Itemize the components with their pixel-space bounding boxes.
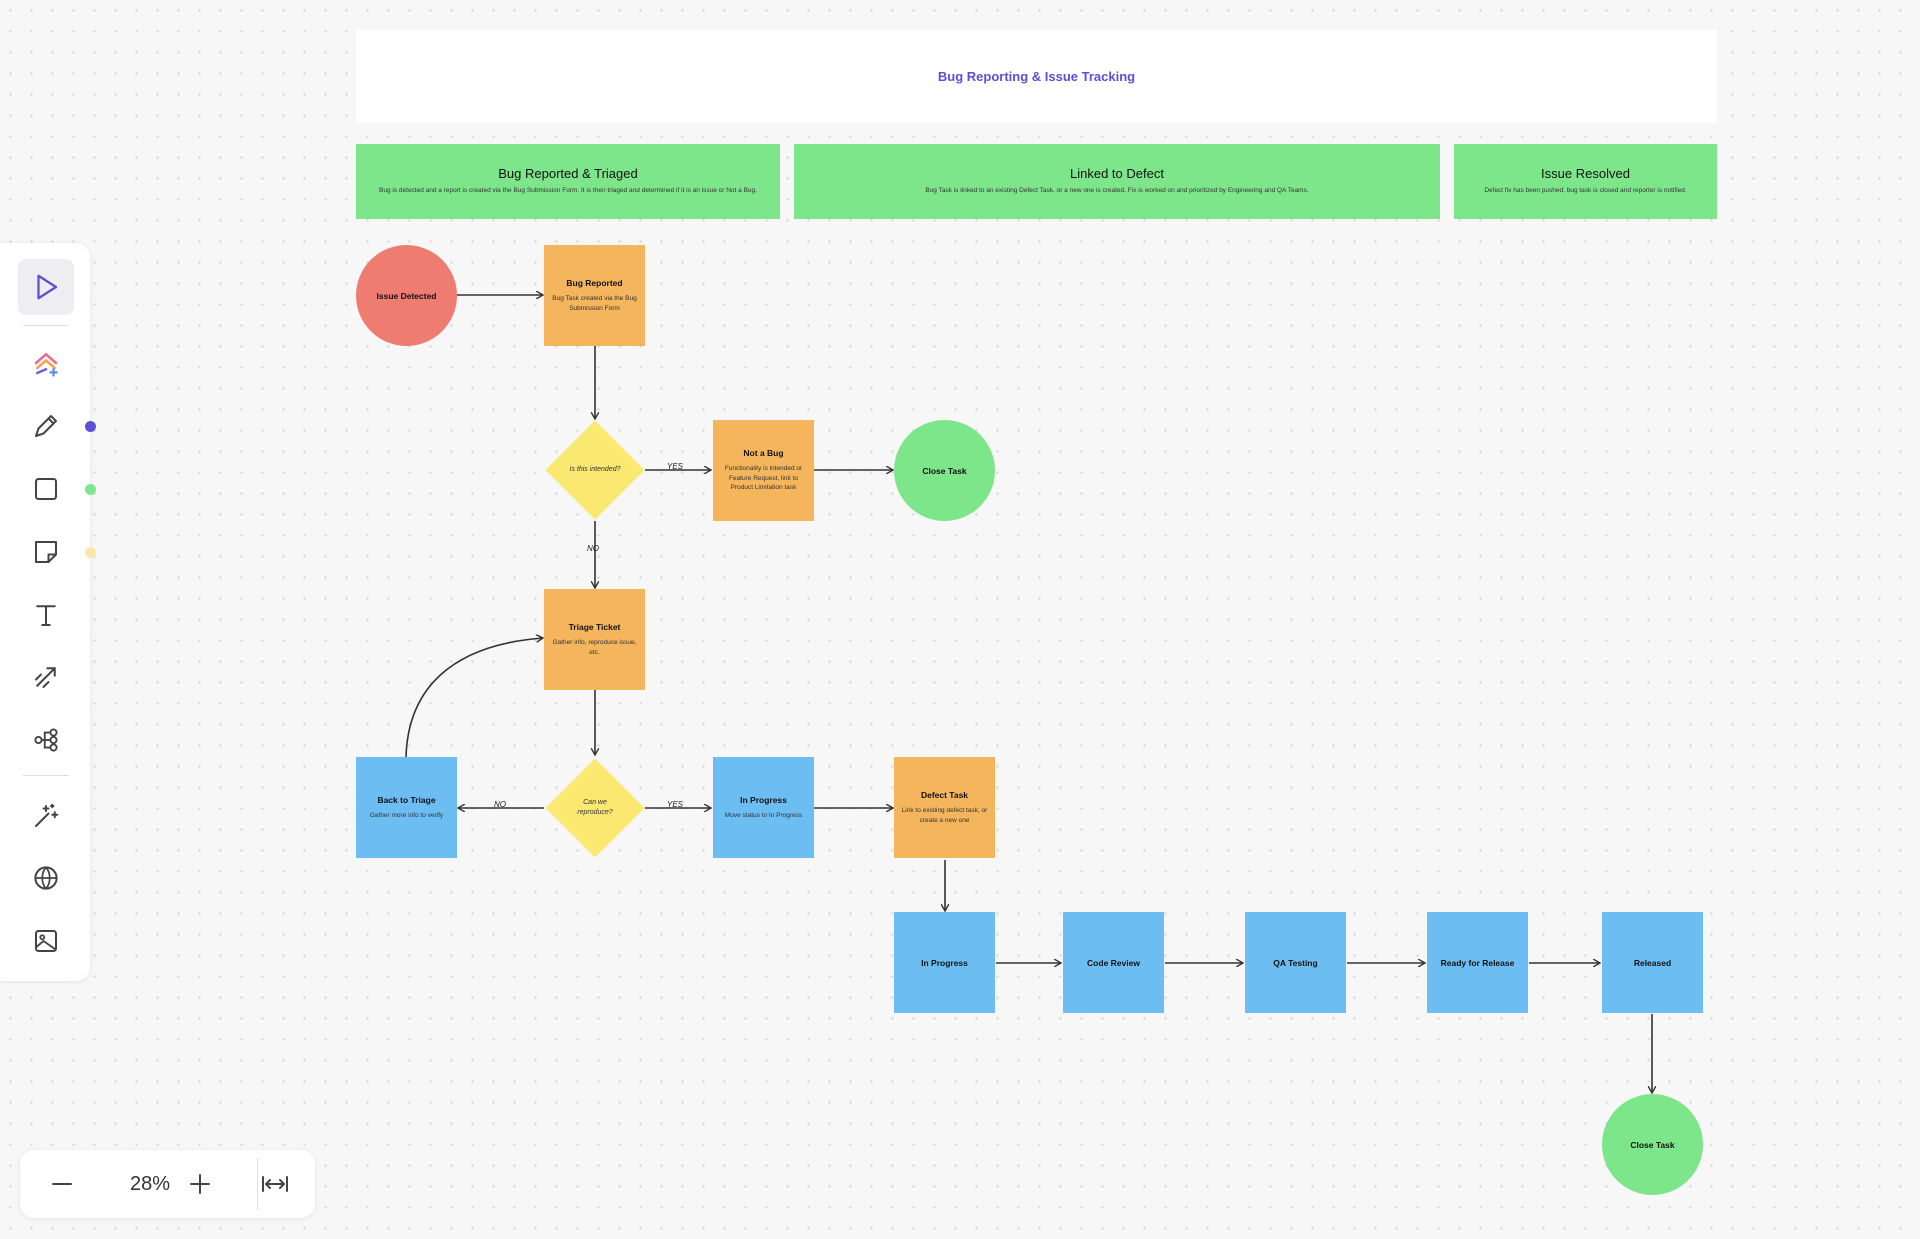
decision-is-intended[interactable]: Is this intended?	[544, 419, 646, 521]
fit-width-icon	[262, 1176, 288, 1192]
phase-bug-reported[interactable]: Bug Reported & Triaged Bug is detected a…	[356, 144, 780, 219]
phase-issue-resolved[interactable]: Issue Resolved Defect fix has been pushe…	[1454, 144, 1717, 219]
fit-to-screen-button[interactable]	[255, 1164, 295, 1204]
node-released[interactable]: Released	[1602, 912, 1703, 1013]
node-desc: Functionality is intended or Feature Req…	[724, 464, 803, 492]
node-title: Close Task	[1630, 1139, 1675, 1150]
edge-label-no: NO	[494, 800, 506, 809]
phase-desc: Bug Task is linked to an existing Defect…	[925, 187, 1309, 194]
node-title: Released	[1633, 957, 1672, 968]
node-desc: Move status to In Progress	[724, 811, 803, 819]
decision-can-reproduce[interactable]: Can we reproduce?	[544, 757, 646, 859]
node-title: QA Testing	[1273, 957, 1318, 968]
node-issue-detected[interactable]: Issue Detected	[356, 245, 457, 346]
select-tool[interactable]	[18, 259, 74, 315]
pen-color-dot	[85, 421, 96, 432]
node-back-to-triage[interactable]: Back to Triage Gather more info to verif…	[356, 757, 457, 858]
phase-title: Linked to Defect	[1070, 166, 1164, 181]
pen-tool[interactable]	[18, 398, 74, 454]
select-icon	[37, 274, 58, 300]
toolbar-divider	[23, 325, 69, 326]
shape-tool[interactable]	[18, 461, 74, 517]
node-title: Back to Triage	[377, 794, 436, 805]
node-title: In Progress	[921, 957, 968, 968]
node-not-a-bug[interactable]: Not a Bug Functionality is intended or F…	[713, 420, 814, 521]
node-bug-reported[interactable]: Bug Reported Bug Task created via the Bu…	[544, 245, 645, 346]
board-title-card[interactable]: Bug Reporting & Issue Tracking	[356, 30, 1717, 123]
globe-icon	[34, 866, 58, 890]
edge-label-yes: YES	[667, 800, 684, 809]
plus-icon	[190, 1174, 210, 1194]
node-title: Code Review	[1087, 957, 1140, 968]
sticky-note-icon	[35, 541, 57, 563]
connector-tool[interactable]	[18, 649, 74, 705]
phase-desc: Defect fix has been pushed, bug task is …	[1484, 187, 1687, 194]
node-desc: Gather info, reproduce issue, etc.	[552, 638, 637, 656]
node-desc: Gather more info to verify	[369, 811, 444, 819]
node-code-review[interactable]: Code Review	[1063, 912, 1164, 1013]
phase-linked-to-defect[interactable]: Linked to Defect Bug Task is linked to a…	[794, 144, 1440, 219]
node-ready-for-release[interactable]: Ready for Release	[1427, 912, 1528, 1013]
node-title: Close Task	[922, 465, 967, 476]
node-title: In Progress	[740, 794, 787, 805]
node-desc: Link to existing defect task, or create …	[901, 806, 988, 824]
embed-tool[interactable]	[18, 850, 74, 906]
node-triage-ticket[interactable]: Triage Ticket Gather info, reproduce iss…	[544, 589, 645, 690]
image-icon	[35, 930, 57, 952]
zoom-divider	[257, 1158, 258, 1210]
node-title: Defect Task	[920, 789, 969, 800]
node-title: Not a Bug	[743, 447, 784, 458]
magic-icon	[35, 803, 59, 827]
image-tool[interactable]	[18, 913, 74, 969]
mind-map-tool[interactable]	[18, 712, 74, 768]
node-in-progress[interactable]: In Progress Move status to In Progress	[713, 757, 814, 858]
left-toolbar	[0, 243, 96, 981]
node-title: Bug Reported	[566, 277, 623, 288]
edge-back-to-triage	[405, 638, 543, 758]
board-title: Bug Reporting & Issue Tracking	[937, 69, 1136, 84]
edge-label-no: NO	[587, 544, 599, 553]
node-title: Issue Detected	[376, 290, 437, 301]
edge-label-yes: YES	[667, 462, 684, 471]
phase-title: Issue Resolved	[1541, 166, 1630, 181]
node-in-progress-2[interactable]: In Progress	[894, 912, 995, 1013]
phase-title: Bug Reported & Triaged	[498, 166, 638, 181]
node-close-task-final[interactable]: Close Task	[1602, 1094, 1703, 1195]
node-defect-task[interactable]: Defect Task Link to existing defect task…	[894, 757, 995, 858]
shape-color-dot	[85, 484, 96, 495]
zoom-in-button[interactable]	[180, 1164, 220, 1204]
ai-create-icon	[34, 352, 58, 377]
zoom-level: 28%	[129, 1172, 171, 1195]
node-desc: Bug Task created via the Bug Submission …	[552, 294, 637, 312]
zoom-out-button[interactable]	[42, 1164, 82, 1204]
node-close-task[interactable]: Close Task	[894, 420, 995, 521]
zoom-controls: 28%	[20, 1150, 315, 1218]
minus-icon	[52, 1183, 72, 1185]
magic-tool[interactable]	[18, 788, 74, 844]
mind-map-icon	[34, 728, 58, 752]
decision-text: Is this intended?	[569, 465, 621, 473]
phase-desc: Bug is detected and a report is created …	[379, 187, 757, 194]
text-icon	[36, 605, 56, 626]
node-title: Triage Ticket	[568, 621, 621, 632]
text-tool[interactable]	[18, 587, 74, 643]
sticky-color-dot	[85, 547, 96, 558]
connector-icon	[35, 667, 56, 688]
ai-create-tool[interactable]	[18, 335, 74, 391]
shape-icon	[35, 478, 57, 500]
pen-icon	[35, 415, 57, 437]
node-qa-testing[interactable]: QA Testing	[1245, 912, 1346, 1013]
sticky-note-tool[interactable]	[18, 524, 74, 580]
toolbar-divider	[23, 775, 69, 776]
decision-text: Can we reproduce?	[577, 798, 613, 817]
node-title: Ready for Release	[1440, 957, 1515, 968]
